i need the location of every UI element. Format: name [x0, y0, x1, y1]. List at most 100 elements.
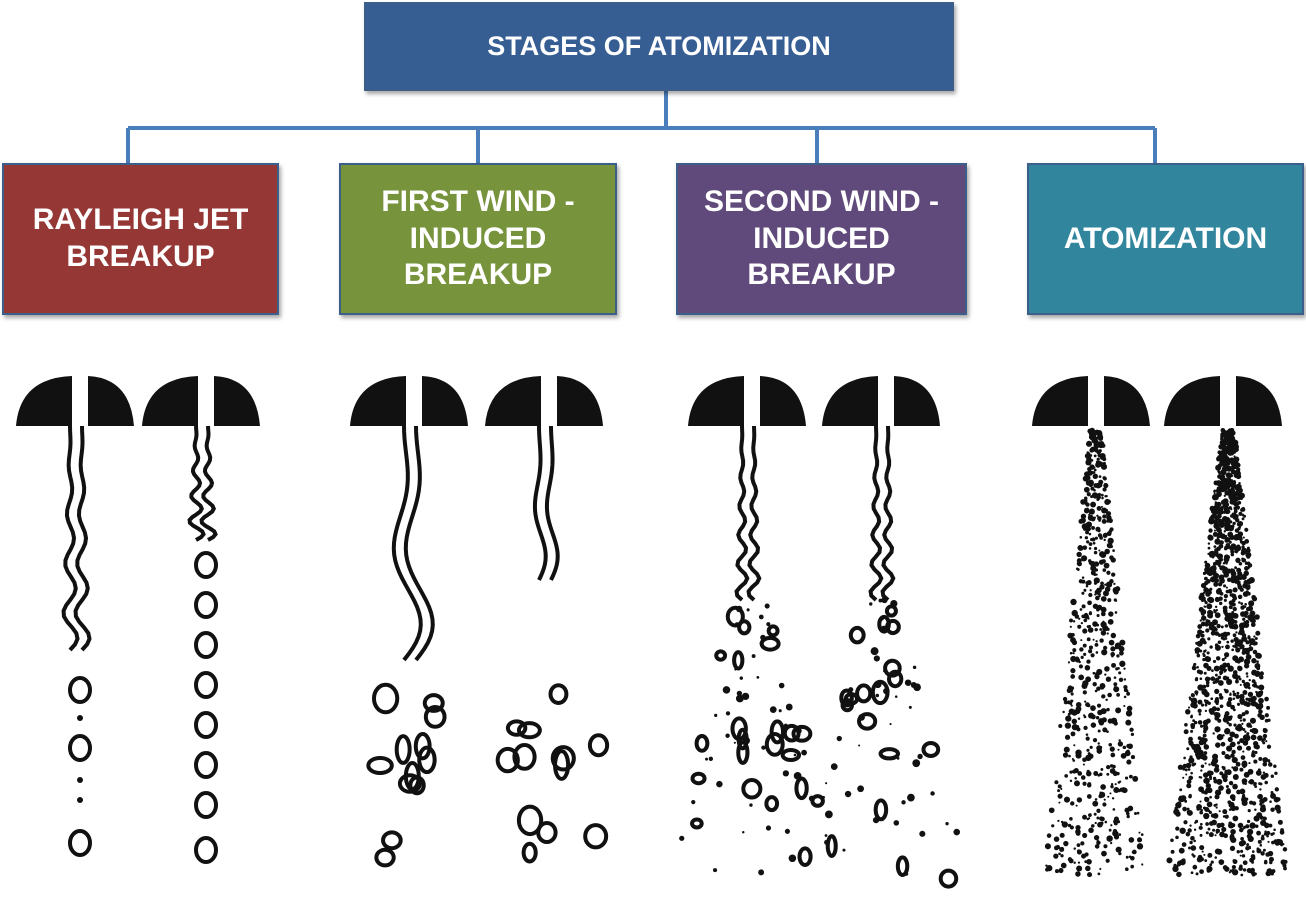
droplet — [1220, 741, 1226, 747]
droplet — [778, 709, 782, 713]
droplet — [1217, 675, 1222, 680]
droplet — [366, 756, 394, 776]
droplet — [1200, 582, 1207, 589]
droplet — [1081, 853, 1087, 859]
droplet — [1193, 828, 1197, 831]
droplet — [1219, 695, 1224, 700]
droplet — [1176, 860, 1183, 866]
droplet — [1103, 482, 1108, 487]
droplet — [1129, 727, 1134, 732]
droplet — [1080, 513, 1087, 519]
droplet — [1071, 723, 1079, 731]
droplet — [1084, 536, 1089, 540]
droplet — [1097, 821, 1103, 828]
droplet — [1236, 514, 1239, 518]
droplet — [1264, 780, 1268, 785]
droplet — [1208, 625, 1214, 631]
droplet — [1094, 642, 1099, 647]
droplet — [1094, 689, 1098, 693]
droplet — [1214, 764, 1220, 769]
droplet — [1203, 725, 1209, 732]
droplet — [870, 647, 879, 656]
droplet — [1085, 754, 1092, 761]
droplet — [1085, 521, 1093, 528]
droplet — [1219, 664, 1225, 670]
droplet — [1112, 549, 1115, 553]
droplet — [1218, 601, 1223, 606]
droplet — [1232, 672, 1239, 680]
droplet — [1125, 867, 1129, 871]
droplet — [1075, 804, 1078, 807]
droplet — [919, 830, 926, 837]
droplet — [1100, 685, 1104, 690]
droplet — [1082, 628, 1088, 634]
droplet — [1226, 662, 1230, 667]
droplet — [1231, 598, 1236, 603]
droplet — [1243, 701, 1249, 707]
droplet — [844, 790, 852, 798]
droplet — [1180, 795, 1187, 802]
droplet — [1236, 483, 1239, 487]
droplet — [1224, 559, 1229, 564]
droplet — [1251, 594, 1256, 600]
droplet — [797, 846, 813, 867]
droplet — [825, 834, 838, 858]
droplet — [1206, 770, 1213, 777]
droplet — [1061, 821, 1068, 828]
droplet — [1214, 495, 1219, 501]
droplet — [1262, 727, 1266, 732]
droplet — [1205, 831, 1209, 835]
droplet — [1196, 751, 1203, 758]
droplet — [1221, 645, 1224, 648]
droplet — [1106, 632, 1109, 635]
droplet — [1141, 863, 1144, 866]
droplet — [1198, 607, 1204, 613]
droplet — [895, 855, 910, 877]
droplet — [1210, 676, 1216, 682]
droplet — [1259, 714, 1265, 721]
nozzle — [688, 376, 806, 426]
droplet — [1203, 812, 1210, 820]
droplet — [1199, 619, 1202, 622]
droplet — [1218, 541, 1221, 544]
droplet — [858, 744, 861, 747]
droplet — [1218, 443, 1224, 450]
droplet — [1076, 797, 1083, 803]
droplet — [1130, 732, 1135, 737]
droplet — [1188, 793, 1192, 797]
droplet — [1096, 816, 1100, 820]
droplet — [1225, 447, 1230, 453]
droplet — [1075, 749, 1082, 756]
droplet — [1233, 733, 1239, 739]
droplet — [1207, 827, 1211, 831]
droplet — [1100, 606, 1107, 613]
droplet — [1258, 709, 1263, 714]
droplet — [1069, 779, 1073, 783]
droplet — [1055, 844, 1061, 850]
droplet — [1094, 844, 1100, 849]
droplet — [694, 733, 710, 753]
droplet — [1217, 470, 1221, 473]
droplet — [1113, 676, 1117, 679]
droplet — [1250, 734, 1257, 741]
droplet — [1264, 830, 1267, 833]
droplet — [1102, 802, 1107, 807]
droplet — [1215, 806, 1218, 809]
droplet — [1124, 776, 1129, 780]
droplet — [1083, 714, 1086, 717]
droplet — [1195, 693, 1198, 696]
droplet — [505, 719, 528, 737]
droplet — [1258, 697, 1264, 704]
droplet — [1244, 663, 1250, 669]
droplet — [1194, 819, 1199, 823]
droplet — [945, 821, 949, 826]
droplet — [1087, 452, 1091, 455]
droplet — [1214, 677, 1220, 683]
droplet — [1086, 637, 1091, 642]
droplet — [1093, 812, 1097, 816]
droplet — [1175, 835, 1179, 840]
droplet — [1231, 496, 1235, 501]
droplet — [1225, 586, 1228, 589]
droplet — [1213, 523, 1220, 529]
droplet — [1257, 839, 1262, 844]
